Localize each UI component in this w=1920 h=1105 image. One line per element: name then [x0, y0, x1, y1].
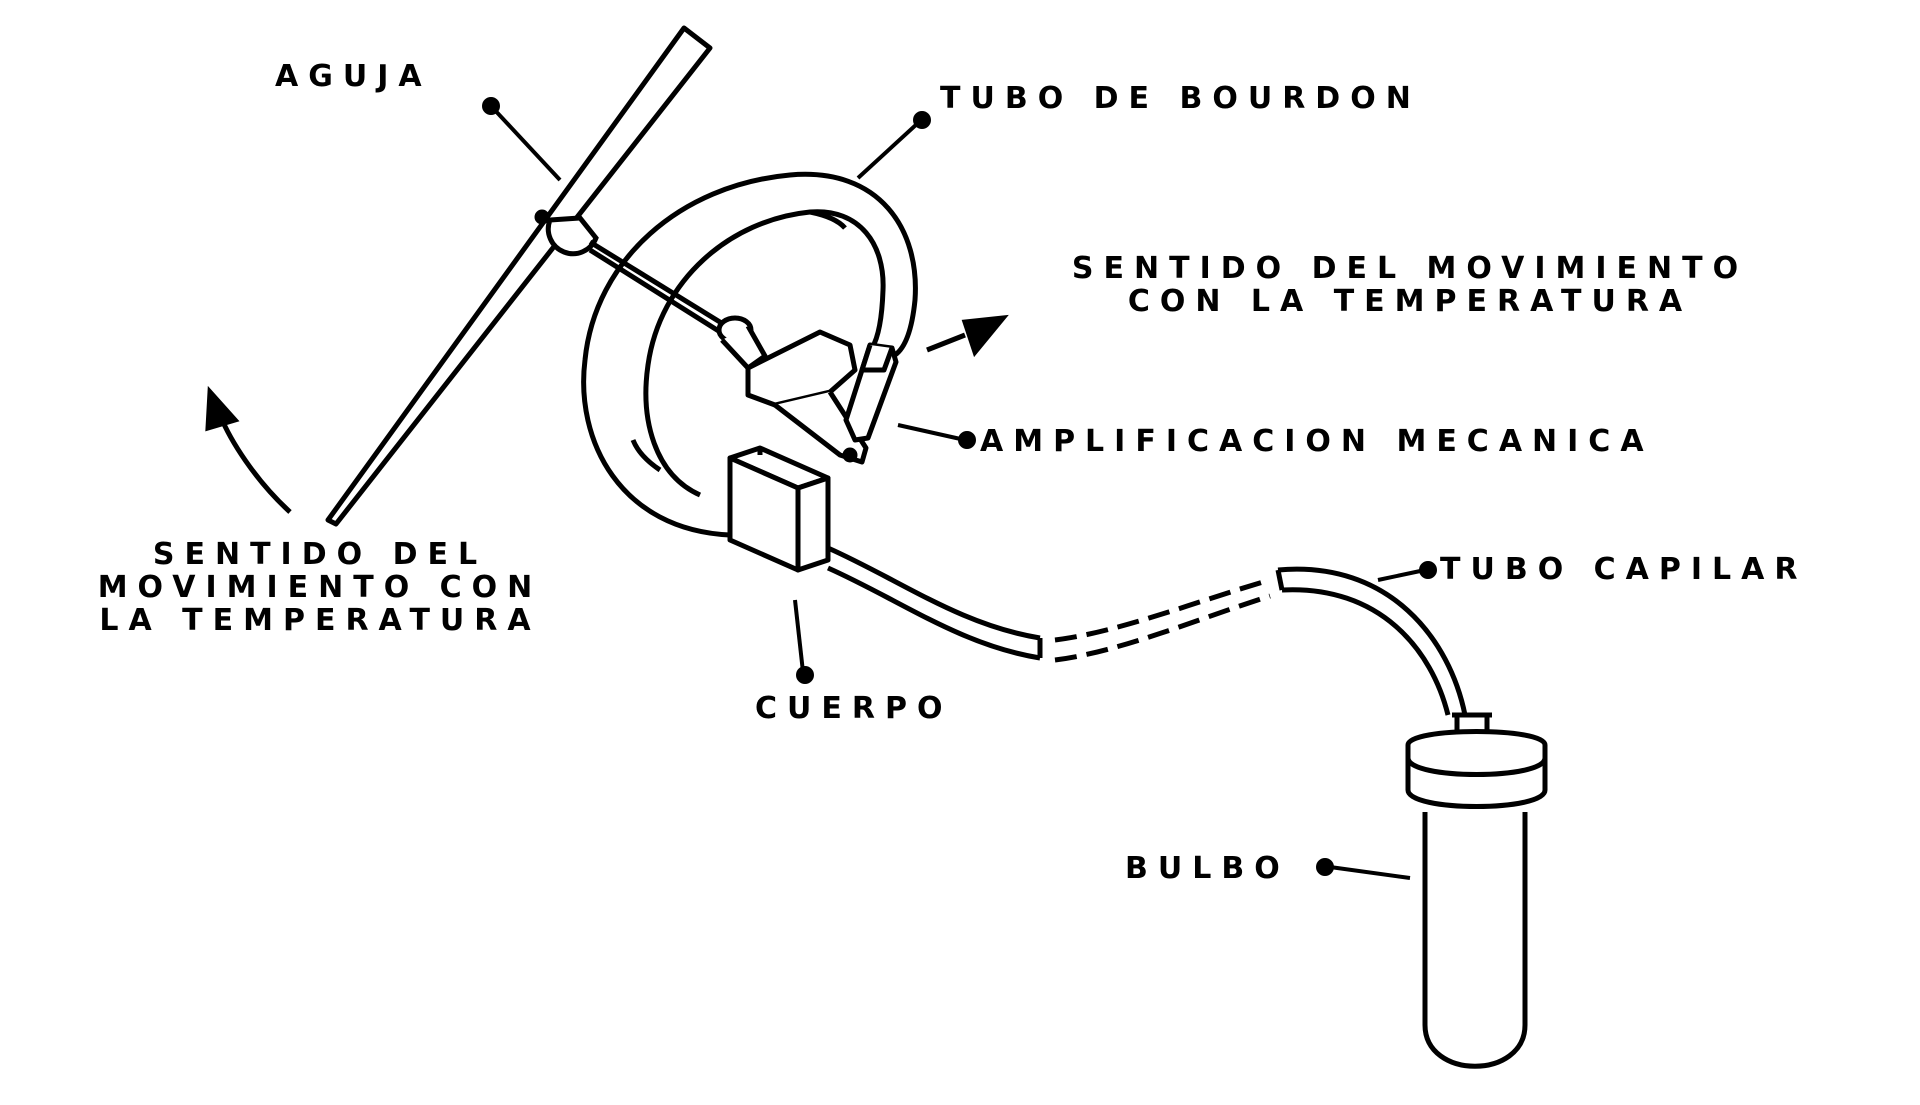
needle-pivot [534, 209, 599, 257]
mechanical-amplification [716, 315, 899, 465]
capillary-tube [826, 545, 1468, 716]
bulb [1405, 712, 1548, 1069]
leader-lines [482, 97, 1437, 880]
label-sentido-movimiento-right: SENTIDO DEL MOVIMIENTO CON LA TEMPERATUR… [990, 252, 1830, 318]
label-sentido-left-line2: MOVIMIENTO CON [97, 570, 543, 605]
label-sentido-left-line3: LA TEMPERATURA [99, 603, 541, 638]
label-amplificacion-mecanica: AMPLIFICACION MECANICA [980, 424, 1654, 459]
label-bulbo: BULBO [1125, 851, 1290, 886]
body-box [727, 445, 831, 573]
label-sentido-movimiento-left: SENTIDO DEL MOVIMIENTO CON LA TEMPERATUR… [40, 538, 600, 637]
needle [325, 25, 713, 527]
label-sentido-left-line1: SENTIDO DEL [152, 537, 488, 572]
linkage-arm [588, 239, 730, 338]
label-tubo-de-bourdon: TUBO DE BOURDON [940, 81, 1421, 116]
motion-arrow-left [205, 385, 292, 514]
label-tubo-capilar: TUBO CAPILAR [1440, 552, 1808, 587]
bourdon-tube [581, 171, 918, 538]
motion-arrow-right [926, 314, 1009, 358]
label-sentido-right-line2: CON LA TEMPERATURA [1127, 284, 1693, 319]
label-aguja: AGUJA [275, 59, 432, 94]
label-sentido-right-line1: SENTIDO DEL MOVIMIENTO [1071, 251, 1749, 286]
label-cuerpo: CUERPO [755, 691, 953, 726]
